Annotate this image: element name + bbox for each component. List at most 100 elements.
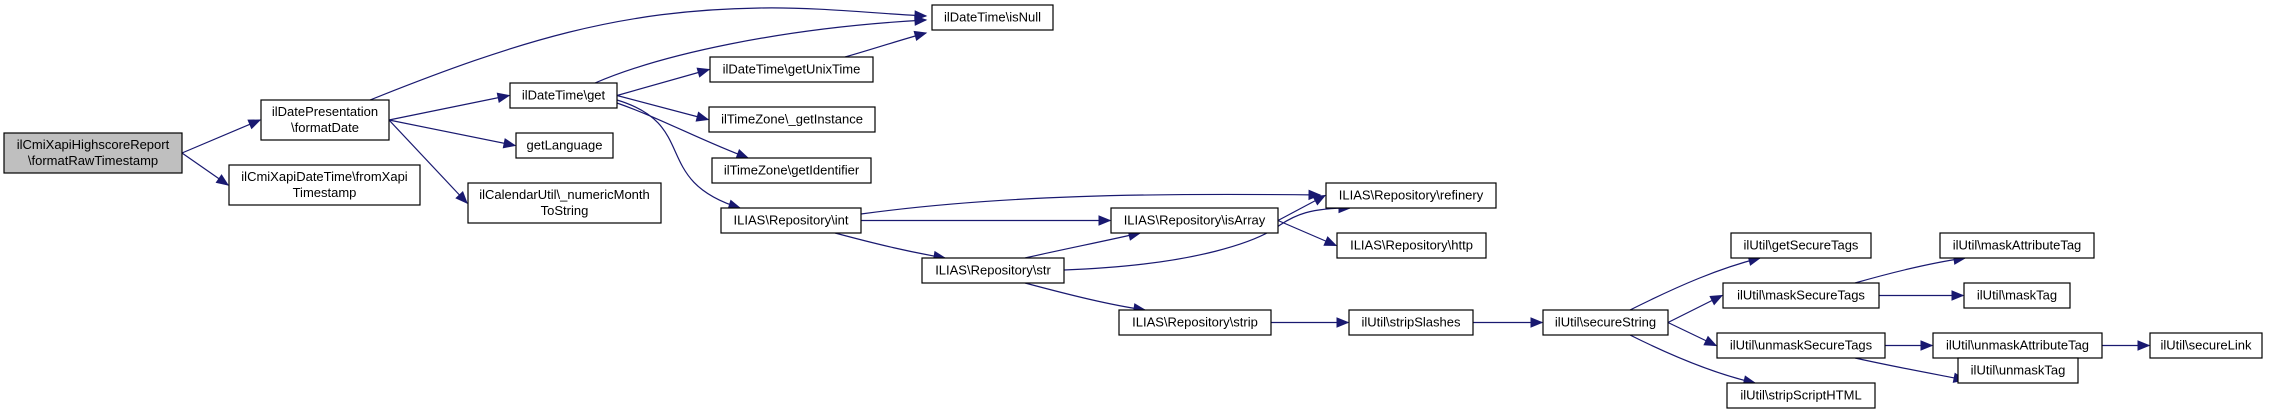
node-box[interactable] [1730,232,1872,259]
node-label: ilCmiXapiDateTime\fromXapi [241,169,408,184]
edge-str-to-strip [1024,282,1147,314]
node-maskSecureTags[interactable]: ilUtil\maskSecureTags [1722,282,1880,309]
node-label: ilUtil\maskAttributeTag [1953,238,2082,253]
edge-formatDate-to-getLanguage [388,119,517,149]
node-label: ILIAS\Repository\refinery [1339,188,1484,203]
arrowhead-icon [1336,317,1350,328]
node-getIdentifier[interactable]: ilTimeZone\getIdentifier [711,157,872,184]
node-box[interactable] [1939,232,2095,259]
edge-str-to-isArray [1024,230,1142,259]
arrowhead-icon [502,138,517,149]
node-getSecureTags[interactable]: ilUtil\getSecureTags [1730,232,1872,259]
arrowhead-icon [496,92,511,103]
edge-unmaskSecureTags-to-unmaskAttributeTag [1885,340,1934,351]
edge-root-to-formatDate [181,119,262,154]
node-label: ILIAS\Repository\strip [1132,315,1258,330]
node-http[interactable]: ILIAS\Repository\http [1336,232,1487,259]
node-box[interactable] [1726,382,1876,409]
node-box[interactable] [1118,309,1272,336]
arrowhead-icon [1312,194,1327,206]
node-getLanguage[interactable]: getLanguage [515,132,614,159]
node-secureString[interactable]: ilUtil\secureString [1542,309,1669,336]
node-box[interactable] [1957,357,2079,384]
node-label: ILIAS\Repository\isArray [1124,213,1266,228]
node-label: getLanguage [527,138,603,153]
node-label: ILIAS\Repository\str [935,263,1051,278]
node-box[interactable] [1336,232,1487,259]
node-unmaskAttributeTag[interactable]: ilUtil\unmaskAttributeTag [1932,332,2103,359]
node-stripScriptHTML[interactable]: ilUtil\stripScriptHTML [1726,382,1876,409]
node-box[interactable] [3,132,183,174]
arrowhead-icon [1098,215,1112,226]
arrowhead-icon [1709,294,1724,306]
node-maskTag[interactable]: ilUtil\maskTag [1963,282,2071,309]
node-box[interactable] [260,99,390,141]
node-label: ilUtil\maskTag [1977,288,2057,303]
node-str[interactable]: ILIAS\Repository\str [921,257,1065,284]
arrowhead-icon [735,149,750,159]
node-maskAttributeTag[interactable]: ilUtil\maskAttributeTag [1939,232,2095,259]
arrowhead-icon [696,67,711,78]
node-isArray[interactable]: ILIAS\Repository\isArray [1110,207,1279,234]
edge-isArray-to-refinery [1277,194,1327,222]
node-box[interactable] [1932,332,2103,359]
node-box[interactable] [228,164,421,206]
node-box[interactable] [1110,207,1279,234]
node-secureLink[interactable]: ilUtil\secureLink [2149,332,2263,359]
node-box[interactable] [711,157,872,184]
edges-layer [181,7,2151,386]
node-box[interactable] [720,207,862,234]
node-get[interactable]: ilDateTime\get [509,82,618,109]
node-label: ilTimeZone\_getInstance [721,112,863,127]
edge-stripSlashes-to-secureString [1473,317,1544,328]
node-getUnixTime[interactable]: ilDateTime\getUnixTime [709,56,874,83]
node-box[interactable] [921,257,1065,284]
node-label: ilCmiXapiHighscoreReport [17,137,170,152]
node-label: ilTimeZone\getIdentifier [724,163,860,178]
nodes-layer: ilCmiXapiHighscoreReport\formatRawTimest… [3,4,2263,409]
edge-isArray-to-http [1277,219,1338,247]
node-box[interactable] [2149,332,2263,359]
edge-getUnixTime-to-isNull [844,30,928,58]
node-box[interactable] [931,4,1054,31]
arrowhead-icon [1703,335,1718,347]
node-int[interactable]: ILIAS\Repository\int [720,207,862,234]
node-formatDate[interactable]: ilDatePresentation\formatDate [260,99,390,141]
node-root[interactable]: ilCmiXapiHighscoreReport\formatRawTimest… [3,132,183,174]
node-box[interactable] [515,132,614,159]
node-box[interactable] [1722,282,1880,309]
node-unmaskTag[interactable]: ilUtil\unmaskTag [1957,357,2079,384]
node-label: \formatDate [291,120,359,135]
node-strip[interactable]: ILIAS\Repository\strip [1118,309,1272,336]
arrowhead-icon [455,191,468,204]
node-box[interactable] [1325,182,1497,209]
node-unmaskSecureTags[interactable]: ilUtil\unmaskSecureTags [1716,332,1886,359]
node-label: ilUtil\unmaskAttributeTag [1946,338,2089,353]
node-label: ilCalendarUtil\_numericMonth [479,187,650,202]
node-box[interactable] [509,82,618,109]
edge-strip-to-stripSlashes [1271,317,1350,328]
node-refinery[interactable]: ILIAS\Repository\refinery [1325,182,1497,209]
arrowhead-icon [695,111,710,122]
node-box[interactable] [708,106,876,133]
node-box[interactable] [1542,309,1669,336]
edge-formatDate-to-numericMonth [388,119,468,204]
edge-int-to-str [834,232,947,262]
node-getInstance[interactable]: ilTimeZone\_getInstance [708,106,876,133]
node-label: ilUtil\stripSlashes [1362,315,1461,330]
node-box[interactable] [1716,332,1886,359]
node-label: \formatRawTimestamp [28,153,158,168]
node-stripSlashes[interactable]: ilUtil\stripSlashes [1348,309,1474,336]
node-box[interactable] [1963,282,2071,309]
node-box[interactable] [1348,309,1474,336]
node-box[interactable] [709,56,874,83]
edge-maskSecureTags-to-maskAttributeTag [1854,254,1967,284]
arrowhead-icon [914,15,928,26]
node-box[interactable] [467,182,662,224]
node-isNull[interactable]: ilDateTime\isNull [931,4,1054,31]
edge-get-to-getIdentifier [616,102,750,159]
arrowhead-icon [215,174,230,186]
